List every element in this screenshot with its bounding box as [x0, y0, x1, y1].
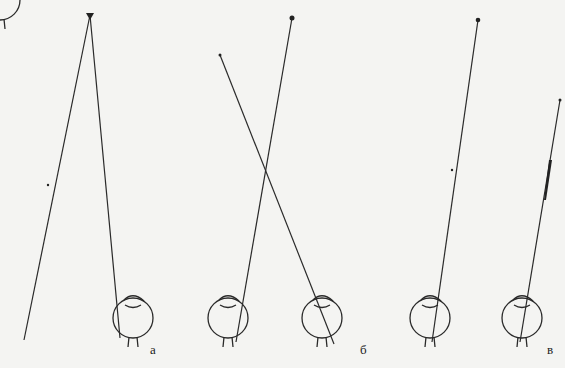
sight-line [236, 18, 292, 342]
sight-lines [24, 15, 560, 344]
speck [451, 169, 453, 171]
speck [47, 184, 49, 186]
panel-letter: а [150, 343, 156, 356]
fixation-point [86, 13, 94, 20]
panel-letter: в [547, 343, 553, 356]
eye-symbol [302, 296, 342, 347]
sight-line [24, 15, 90, 340]
eye-symbol [502, 296, 542, 347]
fixation-point [559, 99, 562, 102]
fixation-point [476, 18, 481, 23]
fixation-point [219, 54, 222, 57]
thick-segment [544, 160, 552, 200]
eye-symbol [208, 296, 248, 347]
eyeball [0, 0, 20, 20]
fixation-point [290, 16, 295, 21]
optic-nerve [0, 19, 5, 29]
sight-line [220, 55, 334, 344]
sight-line [432, 20, 478, 342]
fixation-points [47, 13, 562, 200]
sight-line [520, 100, 560, 342]
eye-symbol [410, 296, 450, 347]
eye-group [0, 0, 542, 347]
panel-letter: б [360, 343, 367, 356]
sight-line [90, 15, 120, 338]
eye-symbol [0, 0, 20, 29]
